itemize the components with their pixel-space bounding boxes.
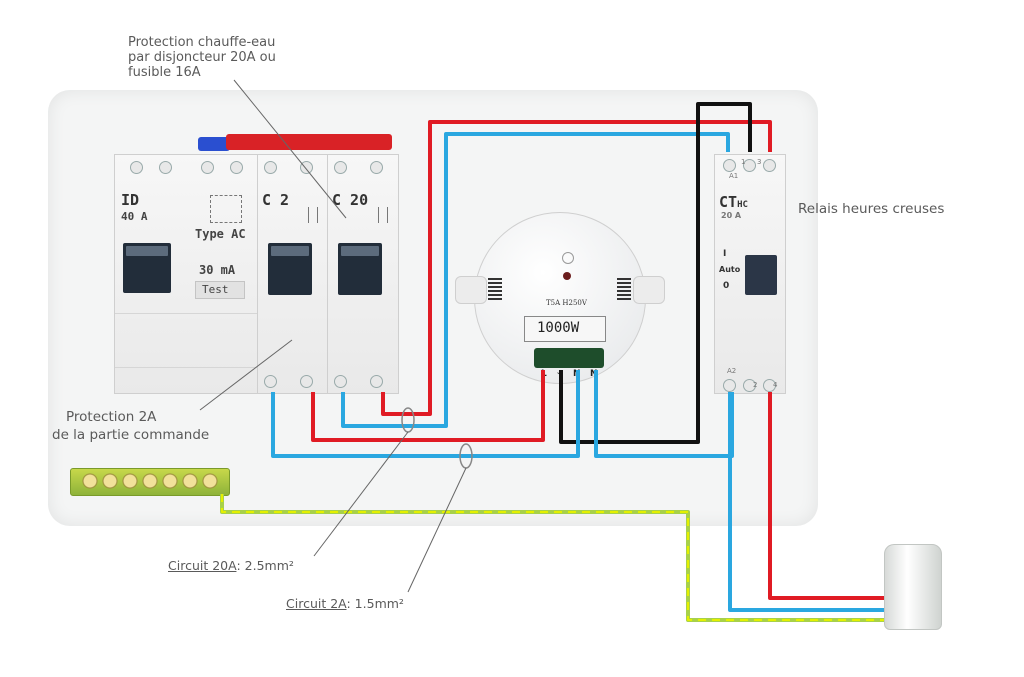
breaker-id-type: Type AC bbox=[195, 227, 246, 241]
breaker-c20-toggle bbox=[338, 243, 382, 295]
test-button-label: Test bbox=[202, 283, 229, 296]
relay-terminal-a2: A2 bbox=[727, 367, 737, 375]
terminal-screw bbox=[743, 159, 756, 172]
circuit-symbol-icon bbox=[210, 195, 242, 223]
relay-mode-1: I bbox=[723, 249, 727, 259]
phase-wire-relay bbox=[381, 120, 772, 416]
pilot-wire bbox=[559, 102, 752, 444]
module-led-icon bbox=[563, 272, 571, 280]
water-heater-protection-line-2: par disjoncteur 20A ou bbox=[128, 50, 276, 65]
breaker-divider bbox=[115, 313, 258, 314]
terminal-screw bbox=[300, 375, 313, 388]
relay-annotation: Relais heures creuses bbox=[798, 201, 945, 217]
terminal-screw bbox=[300, 161, 313, 174]
breaker-id-rating: 40 A bbox=[121, 210, 148, 223]
module-tab-left bbox=[455, 276, 487, 304]
terminal-screw bbox=[370, 375, 383, 388]
leader-line bbox=[233, 79, 347, 219]
breaker-id: ID 40 A Type AC 30 mA Test bbox=[114, 154, 259, 394]
neutral-wire-relay bbox=[341, 132, 730, 428]
module-terminal-block bbox=[534, 348, 604, 368]
water-heater-protection-line-1: Protection chauffe-eau bbox=[128, 35, 276, 50]
comb-busbar-blue bbox=[198, 137, 230, 151]
breaker-c2: C 2 bbox=[257, 154, 329, 394]
relay-ct-hc: A1 1 3 CTHC 20 A I Auto 0 A2 2 4 bbox=[714, 154, 786, 394]
earth-terminal-screws bbox=[80, 471, 220, 491]
test-button bbox=[195, 281, 245, 299]
terminal-screw bbox=[264, 161, 277, 174]
circuit-20a-section: : 2.5mm² bbox=[236, 558, 294, 573]
curve-symbol-icon bbox=[378, 207, 388, 223]
circuit-2a-section: : 1.5mm² bbox=[346, 596, 404, 611]
module-vent-right bbox=[617, 278, 631, 300]
relay-terminal-4: 4 bbox=[773, 381, 778, 389]
terminal-screw bbox=[334, 161, 347, 174]
module-fuse-label: T5A H250V bbox=[546, 299, 587, 307]
breaker-id-sensitivity: 30 mA bbox=[199, 263, 236, 277]
terminal-screw bbox=[370, 161, 383, 174]
cable-tie-icon bbox=[401, 407, 415, 433]
water-heater bbox=[884, 544, 942, 630]
breaker-c20-name: C 20 bbox=[332, 191, 369, 209]
circuit-2a-label: Circuit 2A: 1.5mm² bbox=[286, 596, 404, 611]
circuit-20a-name: Circuit 20A bbox=[168, 558, 237, 573]
module-vent-left bbox=[488, 278, 502, 300]
terminal-screw bbox=[334, 375, 347, 388]
terminal-screw bbox=[763, 379, 776, 392]
relay-name-suffix: HC bbox=[737, 200, 748, 210]
terminal-screw bbox=[264, 375, 277, 388]
terminal-screw bbox=[201, 161, 214, 174]
relay-terminal-3: 3 bbox=[757, 158, 762, 166]
terminal-screw bbox=[743, 379, 756, 392]
breaker-divider bbox=[115, 367, 258, 368]
module-power-box bbox=[524, 316, 606, 342]
leader-line bbox=[313, 431, 409, 557]
breaker-c20: C 20 bbox=[327, 154, 399, 394]
control-protection-line-2: de la partie commande bbox=[52, 427, 210, 443]
breaker-id-toggle bbox=[123, 243, 171, 293]
breaker-c2-name: C 2 bbox=[262, 191, 290, 209]
relay-terminal-2: 2 bbox=[753, 381, 758, 389]
terminal-screw bbox=[763, 159, 776, 172]
terminal-screw bbox=[723, 379, 736, 392]
comb-busbar-red bbox=[226, 134, 392, 150]
relay-rating: 20 A bbox=[721, 211, 742, 220]
module-terminal-n2: N bbox=[590, 369, 598, 379]
earth-wire-dash bbox=[221, 494, 884, 621]
module-button-icon bbox=[562, 252, 574, 264]
terminal-screw bbox=[130, 161, 143, 174]
water-heater-protection-line-3: fusible 16A bbox=[128, 65, 201, 80]
phase-wire-module bbox=[311, 370, 545, 442]
terminal-screw bbox=[159, 161, 172, 174]
breaker-id-name: ID bbox=[121, 191, 140, 209]
relay-selector bbox=[745, 255, 777, 295]
neutral-wire-heater bbox=[728, 392, 884, 612]
terminal-screw bbox=[723, 159, 736, 172]
relay-mode-0: 0 bbox=[723, 281, 730, 291]
circuit-20a-label: Circuit 20A: 2.5mm² bbox=[168, 558, 294, 573]
phase-wire-heater bbox=[768, 392, 884, 600]
curve-symbol-icon bbox=[308, 207, 318, 223]
relay-mode-auto: Auto bbox=[719, 265, 741, 274]
circuit-2a-name: Circuit 2A bbox=[286, 596, 347, 611]
module-tab-right bbox=[633, 276, 665, 304]
neutral-wire-module bbox=[271, 370, 580, 458]
control-protection-line-1: Protection 2A bbox=[66, 409, 157, 425]
module-power-label: 1000W bbox=[537, 320, 580, 336]
breaker-c2-toggle bbox=[268, 243, 312, 295]
terminal-screw bbox=[230, 161, 243, 174]
relay-name-text: CT bbox=[719, 193, 738, 211]
relay-terminal-1: 1 bbox=[741, 158, 746, 166]
leader-line bbox=[199, 339, 293, 411]
relay-terminal-a1: A1 bbox=[729, 172, 739, 180]
relay-name: CTHC bbox=[719, 193, 748, 211]
leader-line bbox=[407, 467, 467, 593]
